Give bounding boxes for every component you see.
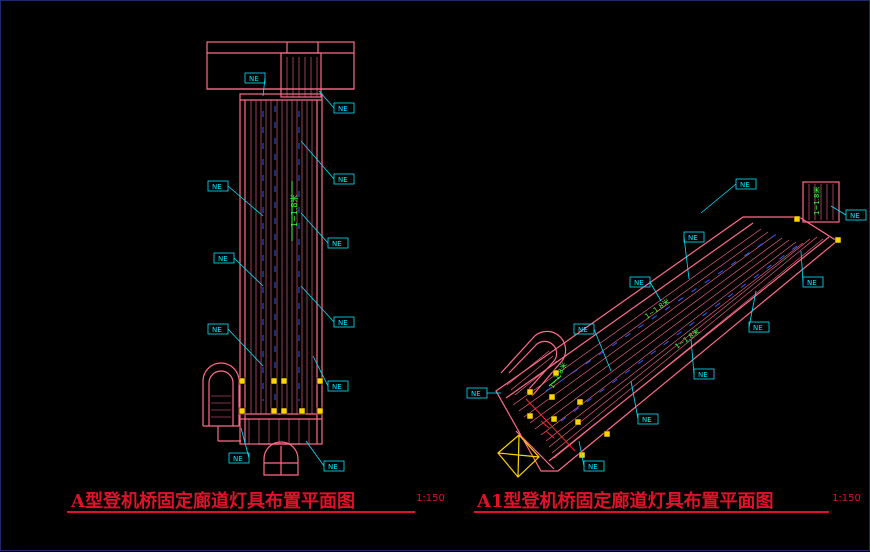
lamp-tag-label: NE xyxy=(698,371,708,379)
lamp-tag-box xyxy=(333,316,355,328)
tag-leader-line xyxy=(690,338,695,375)
plan-a-light-rows xyxy=(211,100,313,444)
lamp-tag-box xyxy=(629,276,651,288)
tag-leader-line xyxy=(578,440,585,467)
lamp-tag-box xyxy=(333,102,355,114)
lamp-tag-box xyxy=(213,252,235,264)
lamp-tag-box xyxy=(244,72,266,84)
lamp-tag-box xyxy=(327,380,349,392)
lamp-tag-label: NE xyxy=(753,324,763,332)
lamp-tag-box xyxy=(693,368,715,380)
plan-a1-red-marks xyxy=(525,398,576,452)
dimension-text: 1~1.8米 xyxy=(673,327,701,351)
lamp-tag-label: NE xyxy=(588,463,598,471)
lamp-tag-label: NE xyxy=(338,176,348,184)
lamp-tag-box xyxy=(333,173,355,185)
lamp-tag-box xyxy=(573,323,595,335)
tag-leader-line xyxy=(700,183,737,214)
drawing-scale-a: 1:150 xyxy=(416,493,445,504)
plan-a-lamps xyxy=(238,377,324,415)
tag-leader-line xyxy=(683,236,690,280)
lamp-tag-label: NE xyxy=(338,319,348,327)
lamp-tag-label: NE xyxy=(850,212,860,220)
drawing-scale-a1: 1:150 xyxy=(832,493,861,504)
lamp-tags: NE NE NE NE NE NE NE NE NE NE NE NE NE NE NE NE NE NE NE NE… xyxy=(207,72,867,472)
tag-leader-line xyxy=(227,328,264,367)
plan-a-blue-fixtures xyxy=(262,106,300,401)
lamp-tag-box xyxy=(683,231,705,243)
plan-a1-blue-fixtures xyxy=(545,230,802,422)
lamp-tag-label: NE xyxy=(233,455,243,463)
lamp-tag-box xyxy=(228,452,250,464)
lamp-tag-box xyxy=(748,321,770,333)
lamp-tag-box xyxy=(207,180,229,192)
lamp-tag-box xyxy=(735,178,757,190)
drawing-title-a1: A1型登机桥固定廊道灯具布置平面图 xyxy=(477,491,774,512)
lamp-tag-label: NE xyxy=(332,240,342,248)
lamp-tag-box xyxy=(207,323,229,335)
tag-leader-line xyxy=(233,257,264,287)
lamp-tag-label: NE xyxy=(328,463,338,471)
lamp-tag-label: NE xyxy=(634,279,644,287)
tag-leader-line xyxy=(300,212,329,244)
lamp-tag-box xyxy=(583,460,605,472)
dimension-text: 1~1.8米 xyxy=(289,194,299,227)
lamp-tag-label: NE xyxy=(218,255,228,263)
drawing-title-a: A型登机桥固定廊道灯具布置平面图 xyxy=(71,491,355,512)
title-underline-a1 xyxy=(474,511,829,513)
lamp-tag-box xyxy=(466,387,488,399)
lamp-tag-box xyxy=(637,413,659,425)
dimension-text: 1~1.8米 xyxy=(812,187,821,215)
tag-leader-line xyxy=(227,185,264,217)
tag-leader-line xyxy=(312,355,329,387)
lamp-tag-label: NE xyxy=(642,416,652,424)
plan-a-dimension: 1~1.8米 xyxy=(289,181,299,241)
lamp-tag-label: NE xyxy=(471,390,481,398)
lamp-tag-box xyxy=(327,237,349,249)
lamp-tag-label: NE xyxy=(338,105,348,113)
tag-leader-line xyxy=(649,281,662,302)
tag-leader-line xyxy=(748,290,757,328)
title-underline-a xyxy=(67,511,415,513)
lamp-tag-box xyxy=(802,276,824,288)
tag-leader-line xyxy=(305,440,325,467)
lamp-tag-label: NE xyxy=(807,279,817,287)
lamp-tag-label: NE xyxy=(688,234,698,242)
lamp-tag-label: NE xyxy=(578,326,588,334)
tag-leader-line xyxy=(300,285,335,323)
lamp-tag-box xyxy=(845,209,867,221)
lamp-tag-box xyxy=(323,460,345,472)
tag-leader-line xyxy=(830,205,847,216)
tag-leader-line xyxy=(300,140,335,180)
lamp-tag-label: NE xyxy=(249,75,259,83)
tag-leader-line xyxy=(593,328,612,372)
lamp-tag-label: NE xyxy=(212,326,222,334)
tag-leader-line xyxy=(318,90,335,109)
lamp-tag-label: NE xyxy=(332,383,342,391)
tag-leader-line xyxy=(630,380,639,420)
lamp-tag-label: NE xyxy=(212,183,222,191)
lamp-tag-label: NE xyxy=(740,181,750,189)
